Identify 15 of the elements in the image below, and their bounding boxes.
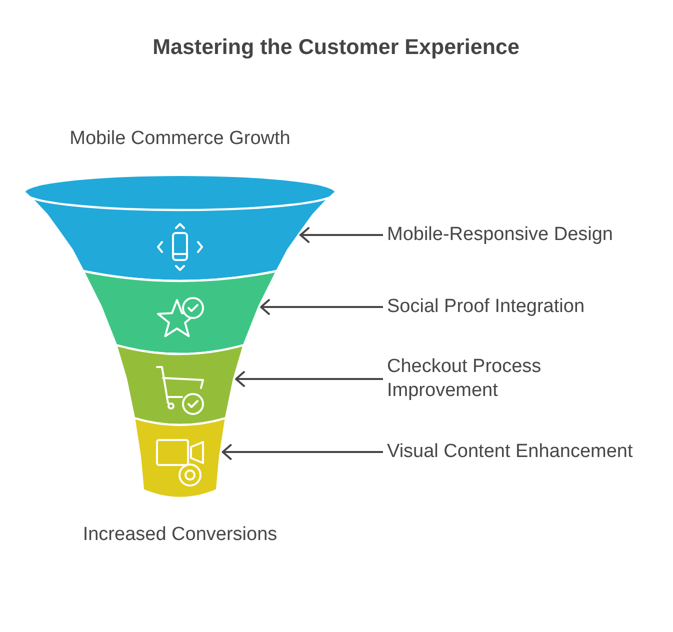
title: Mastering the Customer Experience xyxy=(152,34,520,61)
arrow xyxy=(222,444,383,460)
funnel-segment xyxy=(24,175,336,282)
stage-label: Mobile Commerce Growth xyxy=(70,127,290,151)
step-label: Mobile-Responsive Design xyxy=(387,223,613,247)
step-label: Social Proof Integration xyxy=(387,295,585,319)
funnel-segment xyxy=(82,270,278,355)
arrow xyxy=(235,371,383,387)
funnel-segment xyxy=(115,344,245,426)
step-label: Visual Content Enhancement xyxy=(387,440,633,464)
funnel-segment xyxy=(133,417,227,499)
arrow xyxy=(300,227,383,243)
step-label: Checkout Process Improvement xyxy=(387,355,567,403)
stage-label: Increased Conversions xyxy=(82,523,278,547)
arrow xyxy=(260,299,383,315)
